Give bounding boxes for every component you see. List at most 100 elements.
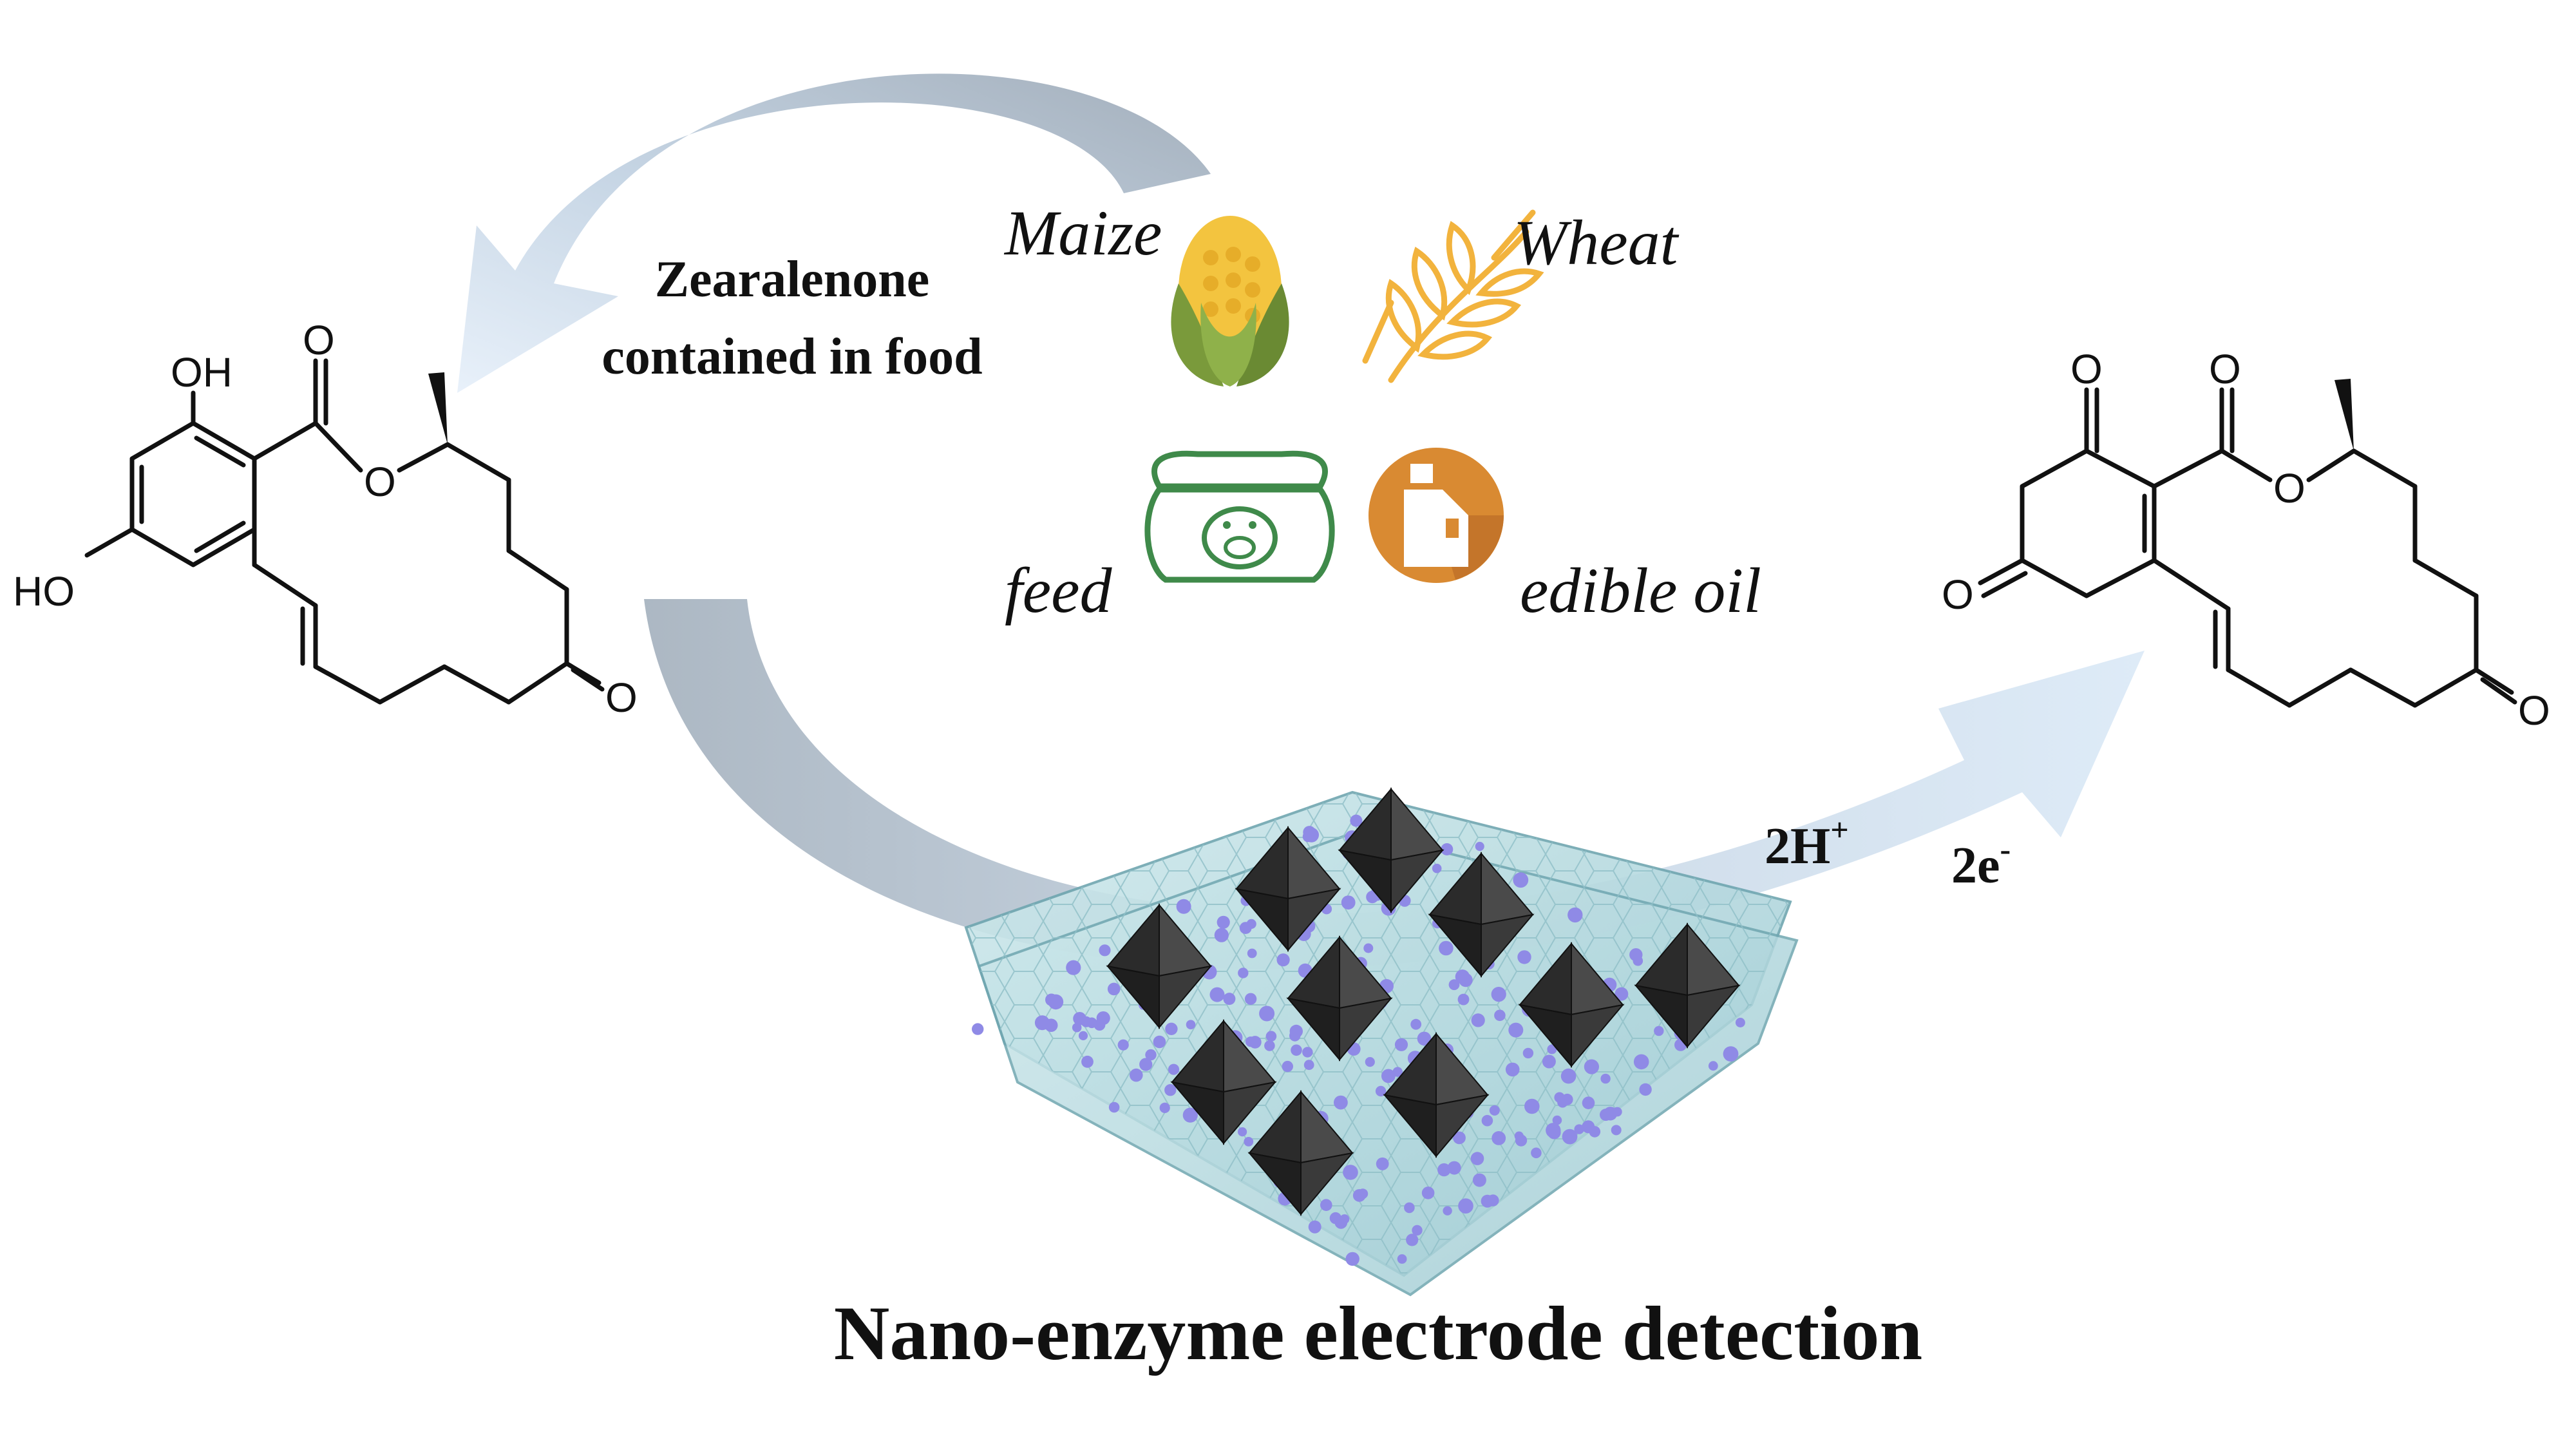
nanoparticle — [1410, 1018, 1422, 1030]
nanoparticle — [1432, 863, 1442, 873]
nanoparticle — [1363, 943, 1374, 953]
product-structure: O O O O O — [1942, 346, 2550, 734]
nanoparticle — [1130, 1068, 1143, 1082]
nanoparticle — [1249, 1036, 1262, 1049]
nanoparticle — [1264, 1040, 1275, 1051]
nanoparticle — [1078, 1031, 1088, 1040]
bottom-curved-arrow — [644, 599, 2145, 969]
nanoparticle — [1404, 1202, 1415, 1214]
octahedron — [1170, 1019, 1277, 1145]
nanoparticle — [1168, 1063, 1180, 1075]
octahedron — [1428, 852, 1535, 978]
product-left-o-label: O — [1942, 571, 1974, 618]
nanoparticle — [1350, 814, 1363, 827]
nanoparticle — [1320, 1199, 1332, 1211]
nanoparticle — [1397, 1254, 1407, 1264]
nanoparticle — [1562, 1129, 1578, 1145]
nanoparticle — [1107, 982, 1121, 996]
nanoparticle — [1139, 1058, 1153, 1071]
nanoparticle — [1546, 1123, 1561, 1138]
octahedron — [1235, 826, 1341, 952]
nanoparticle — [1505, 1062, 1520, 1077]
nanoparticle — [1589, 1126, 1601, 1138]
nanoparticle — [1358, 1188, 1368, 1199]
nanoparticle — [1345, 1252, 1359, 1266]
nanoparticle — [1247, 948, 1257, 958]
product-ring-o-label: O — [2273, 465, 2306, 511]
nanoparticle — [1723, 1046, 1739, 1062]
octahedron — [1383, 1032, 1490, 1158]
nanoparticle — [1633, 955, 1643, 966]
nanoparticle — [1489, 1105, 1500, 1116]
nanoparticle — [1117, 1039, 1129, 1051]
feed-sack-icon — [1144, 450, 1335, 583]
nanoparticle — [1365, 1057, 1375, 1067]
nanoparticle — [1508, 1022, 1524, 1038]
nanoparticle — [1340, 1214, 1350, 1225]
nanoparticle — [1282, 1060, 1294, 1072]
nanoparticle — [1441, 843, 1454, 855]
nanoparticle — [1600, 1073, 1611, 1084]
nanoparticle — [1308, 1220, 1321, 1234]
maize-label: Maize — [1003, 197, 1162, 269]
nanoparticle — [1302, 831, 1314, 843]
nanoparticle — [1066, 960, 1081, 975]
nanoparticle — [1554, 1092, 1565, 1103]
nanozyme-sheet — [964, 787, 1799, 1297]
nanoparticle — [1600, 1109, 1612, 1121]
nanoparticle — [1381, 1069, 1396, 1083]
nanoparticle — [1494, 1009, 1506, 1022]
nanoparticle — [1182, 1107, 1198, 1123]
electrons-label: 2e- — [1951, 831, 2011, 894]
nanoparticle — [1513, 872, 1529, 888]
nanoparticle — [1238, 968, 1249, 978]
nanoparticle — [1611, 1125, 1622, 1136]
nanoparticle — [1259, 1006, 1275, 1022]
nanoparticle — [1186, 1020, 1196, 1029]
ketone-o-label: O — [605, 674, 638, 721]
nanoparticle — [1302, 1047, 1313, 1058]
nanoparticle — [1481, 1114, 1493, 1127]
protons-label: 2H+ — [1765, 812, 1849, 875]
nanoparticle — [1244, 1137, 1254, 1147]
nanoparticle — [1453, 1131, 1466, 1145]
nanoparticle — [1552, 1115, 1562, 1125]
nanoparticle — [1735, 1018, 1745, 1027]
nanoparticle — [1443, 1206, 1452, 1216]
nanoparticle — [1481, 1194, 1494, 1208]
nanoparticle — [1244, 993, 1257, 1006]
source-caption-line1: Zearalenone — [655, 251, 930, 308]
nanoparticle — [1458, 1198, 1473, 1214]
nanoparticle — [1329, 1212, 1342, 1225]
nanoparticle — [1457, 993, 1470, 1006]
nanoparticle — [1491, 987, 1506, 1002]
nanoparticle — [1145, 1049, 1157, 1061]
nanoparticle — [1099, 944, 1111, 957]
octahedron — [1286, 935, 1393, 1062]
nanoparticle — [1524, 1098, 1540, 1114]
octahedron — [1338, 787, 1444, 913]
nanoparticle — [1209, 987, 1225, 1002]
nanoparticle — [1584, 1059, 1599, 1074]
nanoparticle — [1045, 993, 1058, 1006]
nanoparticle — [1073, 1012, 1086, 1025]
wheat-label: Wheat — [1513, 207, 1680, 278]
product-o-top1-label: O — [2070, 346, 2103, 392]
nanoparticle — [1708, 1061, 1718, 1071]
page-title: Nano-enzyme electrode detection — [834, 1290, 1923, 1376]
nanoparticle — [1153, 1035, 1166, 1049]
nanoparticle — [1303, 1060, 1314, 1071]
maize-icon — [1171, 216, 1289, 386]
octahedron-crystals — [1106, 787, 1741, 1216]
octahedron — [1247, 1090, 1354, 1216]
nanoparticle — [1108, 1101, 1120, 1113]
nanoparticle — [1421, 1187, 1435, 1199]
top-curved-arrow — [457, 73, 1211, 393]
nanoparticle — [1096, 1011, 1110, 1025]
oh-top-label: OH — [171, 349, 232, 396]
nanoparticle — [1567, 907, 1583, 923]
wheat-icon — [1362, 209, 1544, 383]
product-o-top2-label: O — [2209, 346, 2241, 392]
nanoparticle — [1394, 1038, 1408, 1051]
nanoparticle — [1471, 1013, 1485, 1027]
